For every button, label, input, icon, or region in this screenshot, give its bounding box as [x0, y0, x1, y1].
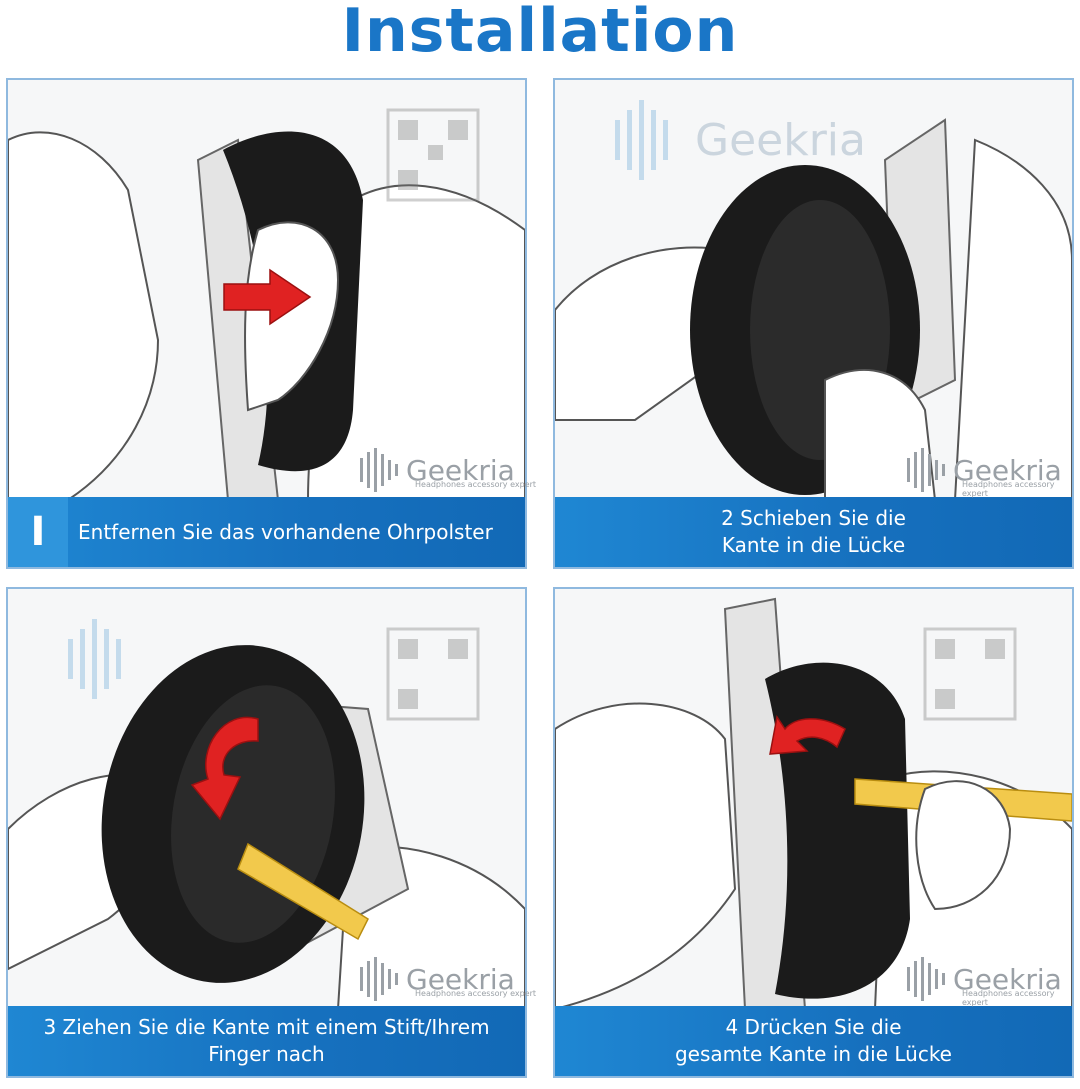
svg-text:Geekria: Geekria — [953, 963, 1062, 996]
step-4-caption: 4 Drücken Sie die gesamte Kante in die L… — [555, 1006, 1072, 1076]
brand-tagline-1: Headphones accessory expert — [415, 480, 537, 489]
step-panel-3: Geekria 3 Ziehen Sie die Kante mit einem… — [6, 587, 527, 1078]
brand-tagline-4: Headphones accessory expert — [962, 989, 1055, 1007]
step-2-text-line2: Kante in die Lücke — [721, 533, 906, 557]
svg-text:Geekria: Geekria — [953, 454, 1062, 487]
brand-tagline-3: Headphones accessory expert — [415, 989, 537, 998]
step-panel-1: Geekria I Entfernen Sie das vorhandene O… — [6, 78, 527, 569]
step-3-text-line1: 3 Ziehen Sie die Kante mit einem Stift/I… — [43, 1015, 490, 1039]
step-2-illustration: Geekria Geekria — [555, 80, 1072, 500]
qr-code-icon — [386, 108, 480, 202]
step-4-text-line1: 4 Drücken Sie die — [725, 1015, 902, 1039]
arrow-right-icon — [223, 268, 312, 326]
step-panel-4: Geekria 4 Drücken Sie die gesamte Kante … — [553, 587, 1074, 1078]
step-3-caption: 3 Ziehen Sie die Kante mit einem Stift/I… — [8, 1006, 525, 1076]
page-title: Installation — [341, 0, 739, 66]
svg-text:Geekria: Geekria — [695, 115, 866, 166]
step-1-badge: I — [8, 497, 68, 567]
step-4-illustration: Geekria — [555, 589, 1072, 1009]
step-4-text-line2: gesamte Kante in die Lücke — [674, 1042, 952, 1066]
curved-arrow-icon — [769, 715, 846, 755]
step-1-text: Entfernen Sie das vorhandene Ohrpolster — [78, 519, 493, 544]
curved-arrow-icon — [190, 716, 259, 821]
step-panel-2: Geekria Geekria 2 Schieben Sie die Kante… — [553, 78, 1074, 569]
step-1-caption: I Entfernen Sie das vorhandene Ohrpolste… — [8, 497, 525, 567]
brand-name: Geekria — [406, 454, 515, 487]
step-2-caption: 2 Schieben Sie die Kante in die Lücke — [555, 497, 1072, 567]
step-2-text-line1: 2 Schieben Sie die — [721, 506, 906, 530]
step-3-text-line2: Finger nach — [208, 1042, 325, 1066]
sound-wave-icon — [360, 448, 398, 492]
pry-tool — [237, 842, 369, 941]
brand-tagline-2: Headphones accessory expert — [962, 480, 1055, 498]
step-1-illustration: Geekria — [8, 80, 525, 500]
svg-text:Geekria: Geekria — [406, 963, 515, 996]
step-3-illustration: Geekria — [8, 589, 525, 1009]
